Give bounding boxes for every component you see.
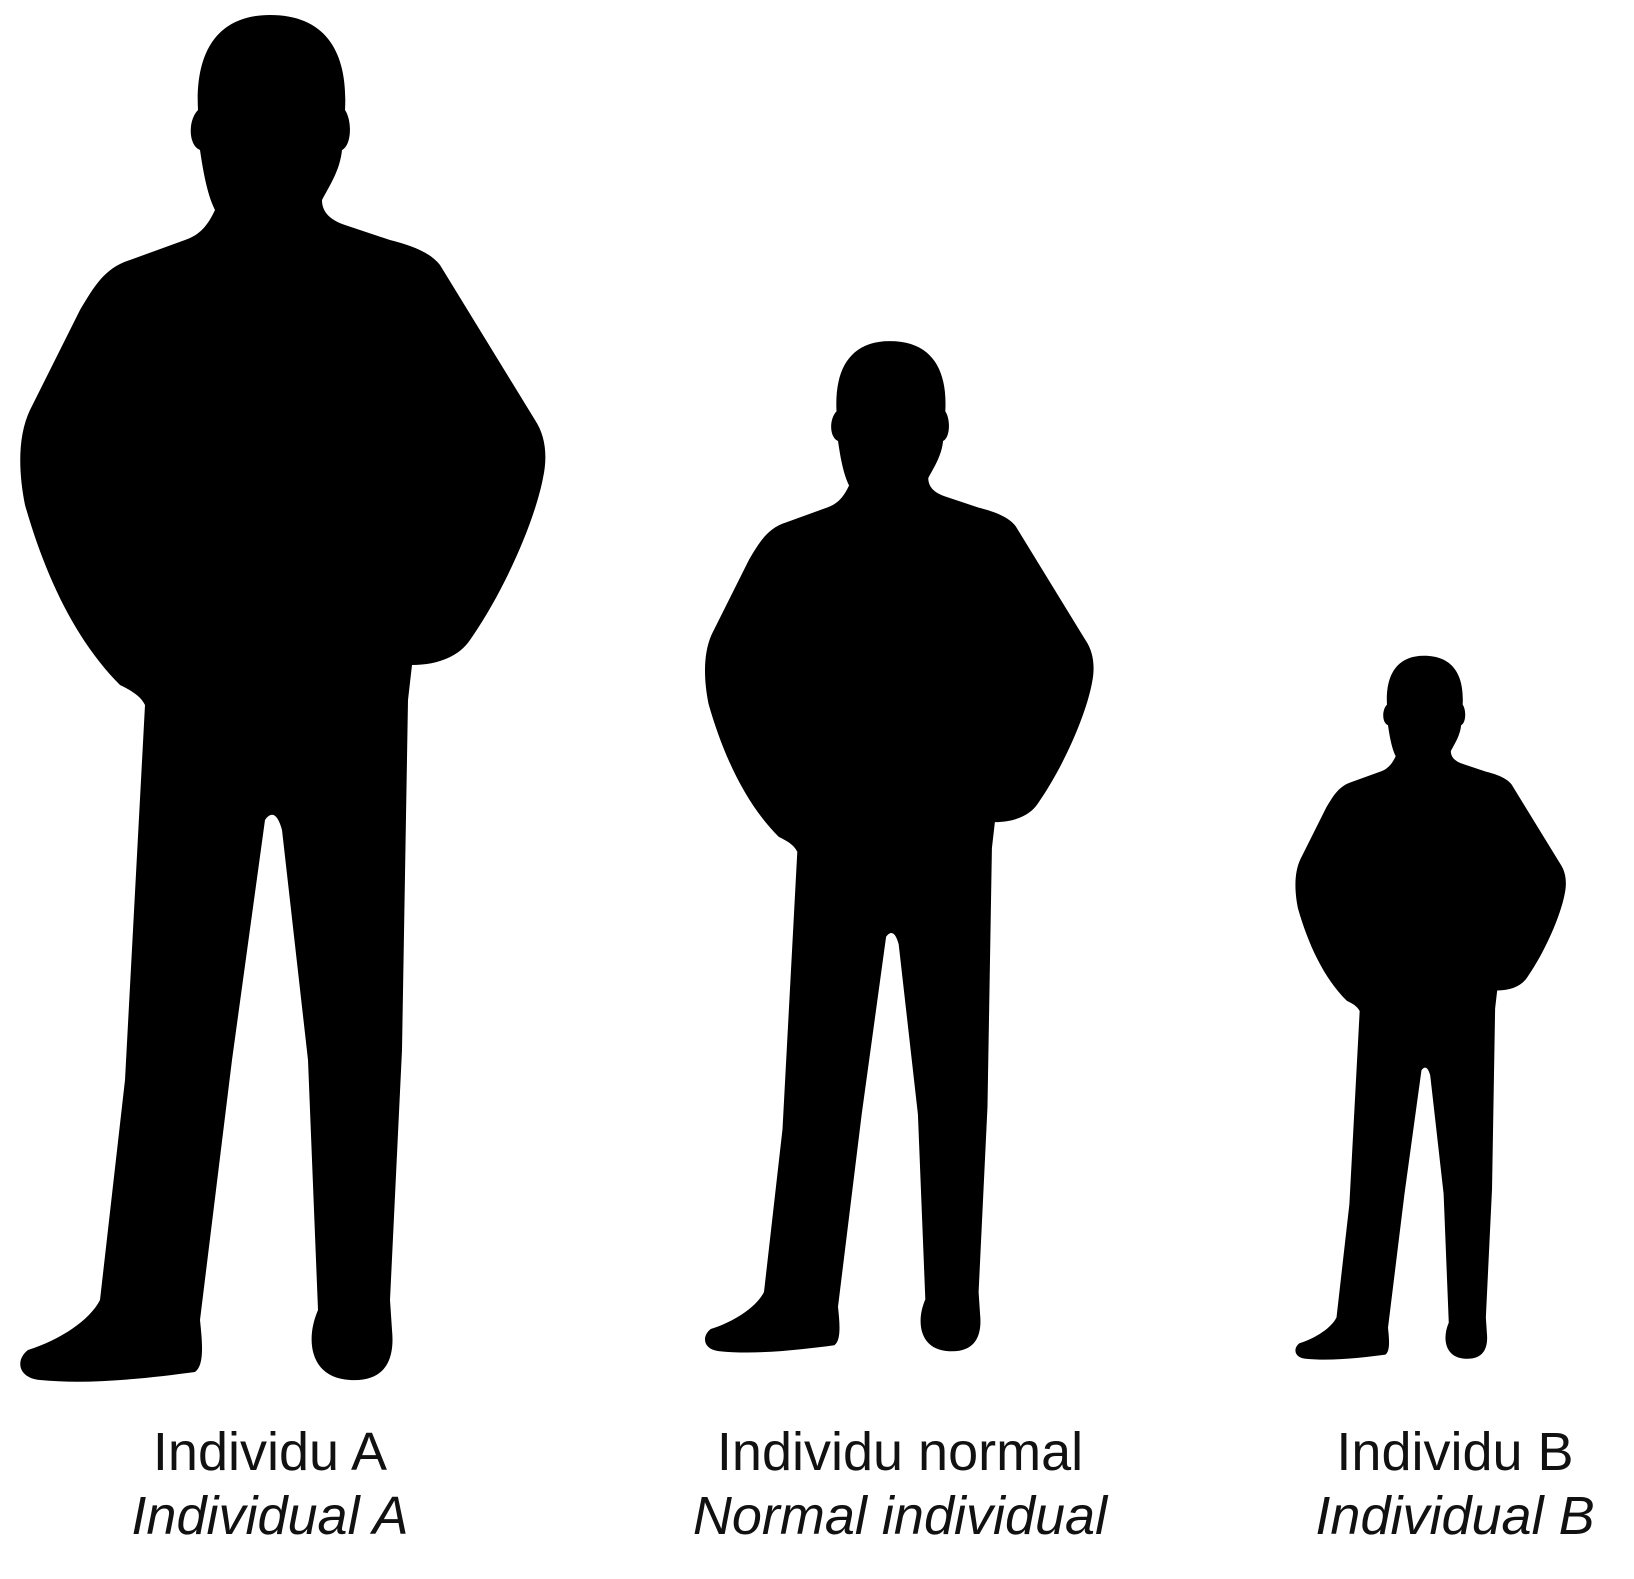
individual-a-caption: Individu A Individual A [60,1420,480,1548]
individual-a-label-fr: Individu A [60,1420,480,1484]
normal-individual-label-fr: Individu normal [640,1420,1160,1484]
individual-b-label-fr: Individu B [1290,1420,1620,1484]
normal-individual-silhouette [705,341,1094,1352]
individual-a-silhouette [20,15,545,1382]
normal-individual-caption: Individu normal Normal individual [640,1420,1160,1548]
individual-a-label-en: Individual A [60,1484,480,1548]
normal-individual-label-en: Normal individual [640,1484,1160,1548]
individual-b-silhouette [1295,656,1565,1360]
individual-b-caption: Individu B Individual B [1290,1420,1620,1548]
individual-b-label-en: Individual B [1290,1484,1620,1548]
